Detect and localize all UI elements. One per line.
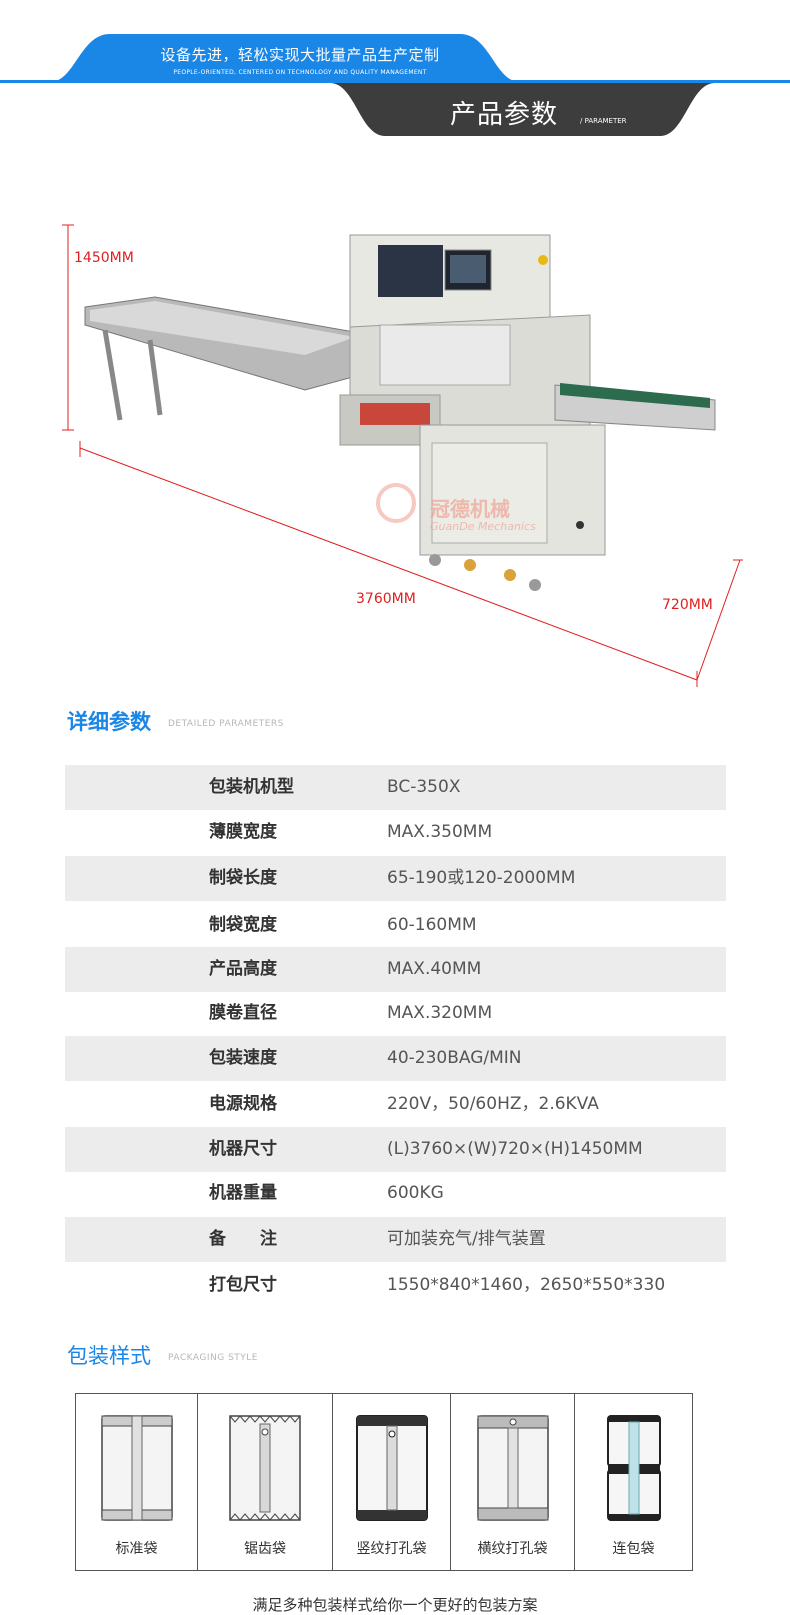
param-label: 机器重量 bbox=[209, 1183, 277, 1203]
param-value: 60-160MM bbox=[387, 915, 477, 935]
table-row: 机器尺寸 (L)3760×(W)720×(H)1450MM bbox=[65, 1127, 726, 1172]
param-label: 薄膜宽度 bbox=[209, 822, 277, 842]
pack-style-horizontal-hole: 横纹打孔袋 bbox=[451, 1394, 575, 1570]
title-banner bbox=[330, 83, 715, 136]
page-title: 产品参数 bbox=[450, 100, 559, 130]
details-heading: 详细参数 bbox=[67, 710, 151, 734]
param-value: MAX.350MM bbox=[387, 822, 493, 842]
page-title-en: / PARAMETER bbox=[580, 117, 627, 125]
pack-style-vertical-hole: 竖纹打孔袋 bbox=[333, 1394, 451, 1570]
param-value: 600KG bbox=[387, 1183, 444, 1203]
slogan-en: PEOPLE-ORIENTED, CENTERED ON TECHNOLOGY … bbox=[173, 69, 427, 76]
param-label: 制袋长度 bbox=[209, 868, 277, 888]
footer-note: 满足多种包装样式给你一个更好的包装方案 bbox=[252, 1596, 538, 1614]
param-label: 包装机机型 bbox=[209, 777, 294, 797]
table-row: 机器重量 600KG bbox=[65, 1171, 726, 1216]
param-label: 电源规格 bbox=[209, 1094, 277, 1114]
slogan-banner bbox=[50, 34, 520, 82]
packaging-styles: 标准袋 锯齿袋 竖纹打孔袋 横纹打孔袋 bbox=[75, 1393, 693, 1571]
param-value: 40-230BAG/MIN bbox=[387, 1048, 522, 1068]
table-row: 备 注 可加装充气/排气装置 bbox=[65, 1217, 726, 1262]
table-row: 打包尺寸 1550*840*1460，2650*550*330 bbox=[65, 1263, 726, 1308]
pack-style-label: 锯齿袋 bbox=[244, 1541, 286, 1557]
table-row: 薄膜宽度 MAX.350MM bbox=[65, 810, 726, 855]
param-label: 机器尺寸 bbox=[209, 1139, 277, 1159]
param-label: 制袋宽度 bbox=[209, 915, 277, 935]
param-label: 产品高度 bbox=[209, 959, 277, 979]
standard-bag-icon bbox=[100, 1415, 173, 1521]
details-heading-en: DETAILED PARAMETERS bbox=[168, 719, 284, 729]
param-value: (L)3760×(W)720×(H)1450MM bbox=[387, 1139, 643, 1159]
slogan: 设备先进，轻松实现大批量产品生产定制 bbox=[160, 46, 440, 64]
serrated-bag-icon bbox=[229, 1415, 301, 1521]
vertical-hole-bag-icon bbox=[355, 1415, 428, 1521]
table-row: 产品高度 MAX.40MM bbox=[65, 947, 726, 992]
param-label: 膜卷直径 bbox=[209, 1003, 277, 1023]
horizontal-hole-bag-icon bbox=[476, 1415, 549, 1521]
packaging-heading-en: PACKAGING STYLE bbox=[168, 1353, 258, 1363]
table-row: 包装机机型 BC-350X bbox=[65, 765, 726, 810]
length-dimension: 3760MM bbox=[356, 591, 416, 607]
table-row: 膜卷直径 MAX.320MM bbox=[65, 991, 726, 1036]
pack-style-label: 标准袋 bbox=[115, 1541, 158, 1557]
pack-style-label: 连包袋 bbox=[612, 1541, 655, 1557]
param-value: 1550*840*1460，2650*550*330 bbox=[387, 1275, 666, 1295]
width-dimension: 720MM bbox=[662, 597, 713, 613]
pack-style-label: 竖纹打孔袋 bbox=[356, 1541, 427, 1557]
table-row: 制袋宽度 60-160MM bbox=[65, 903, 726, 948]
param-value: MAX.40MM bbox=[387, 959, 482, 979]
pack-style-serrated: 锯齿袋 bbox=[198, 1394, 333, 1570]
param-label: 备 注 bbox=[209, 1229, 277, 1249]
pack-style-linked: 连包袋 bbox=[575, 1394, 692, 1570]
table-row: 电源规格 220V，50/60HZ，2.6KVA bbox=[65, 1082, 726, 1127]
param-value: MAX.320MM bbox=[387, 1003, 493, 1023]
pack-style-label: 横纹打孔袋 bbox=[477, 1541, 548, 1557]
watermark-en: GuanDe Mechanics bbox=[430, 520, 536, 533]
packaging-heading: 包装样式 bbox=[67, 1344, 151, 1368]
param-value: 220V，50/60HZ，2.6KVA bbox=[387, 1094, 599, 1114]
param-value: BC-350X bbox=[387, 777, 461, 797]
pack-style-standard: 标准袋 bbox=[76, 1394, 198, 1570]
watermark-cn: 冠德机械 bbox=[430, 497, 510, 521]
param-label: 打包尺寸 bbox=[209, 1275, 277, 1295]
param-label: 包装速度 bbox=[209, 1048, 277, 1068]
machine-illustration bbox=[62, 224, 743, 687]
param-value: 65-190或120-2000MM bbox=[387, 868, 576, 888]
linked-bag-icon bbox=[606, 1415, 661, 1521]
table-row: 包装速度 40-230BAG/MIN bbox=[65, 1036, 726, 1081]
param-value: 可加装充气/排气装置 bbox=[387, 1229, 546, 1249]
height-dimension: 1450MM bbox=[74, 250, 134, 266]
table-row: 制袋长度 65-190或120-2000MM bbox=[65, 856, 726, 901]
